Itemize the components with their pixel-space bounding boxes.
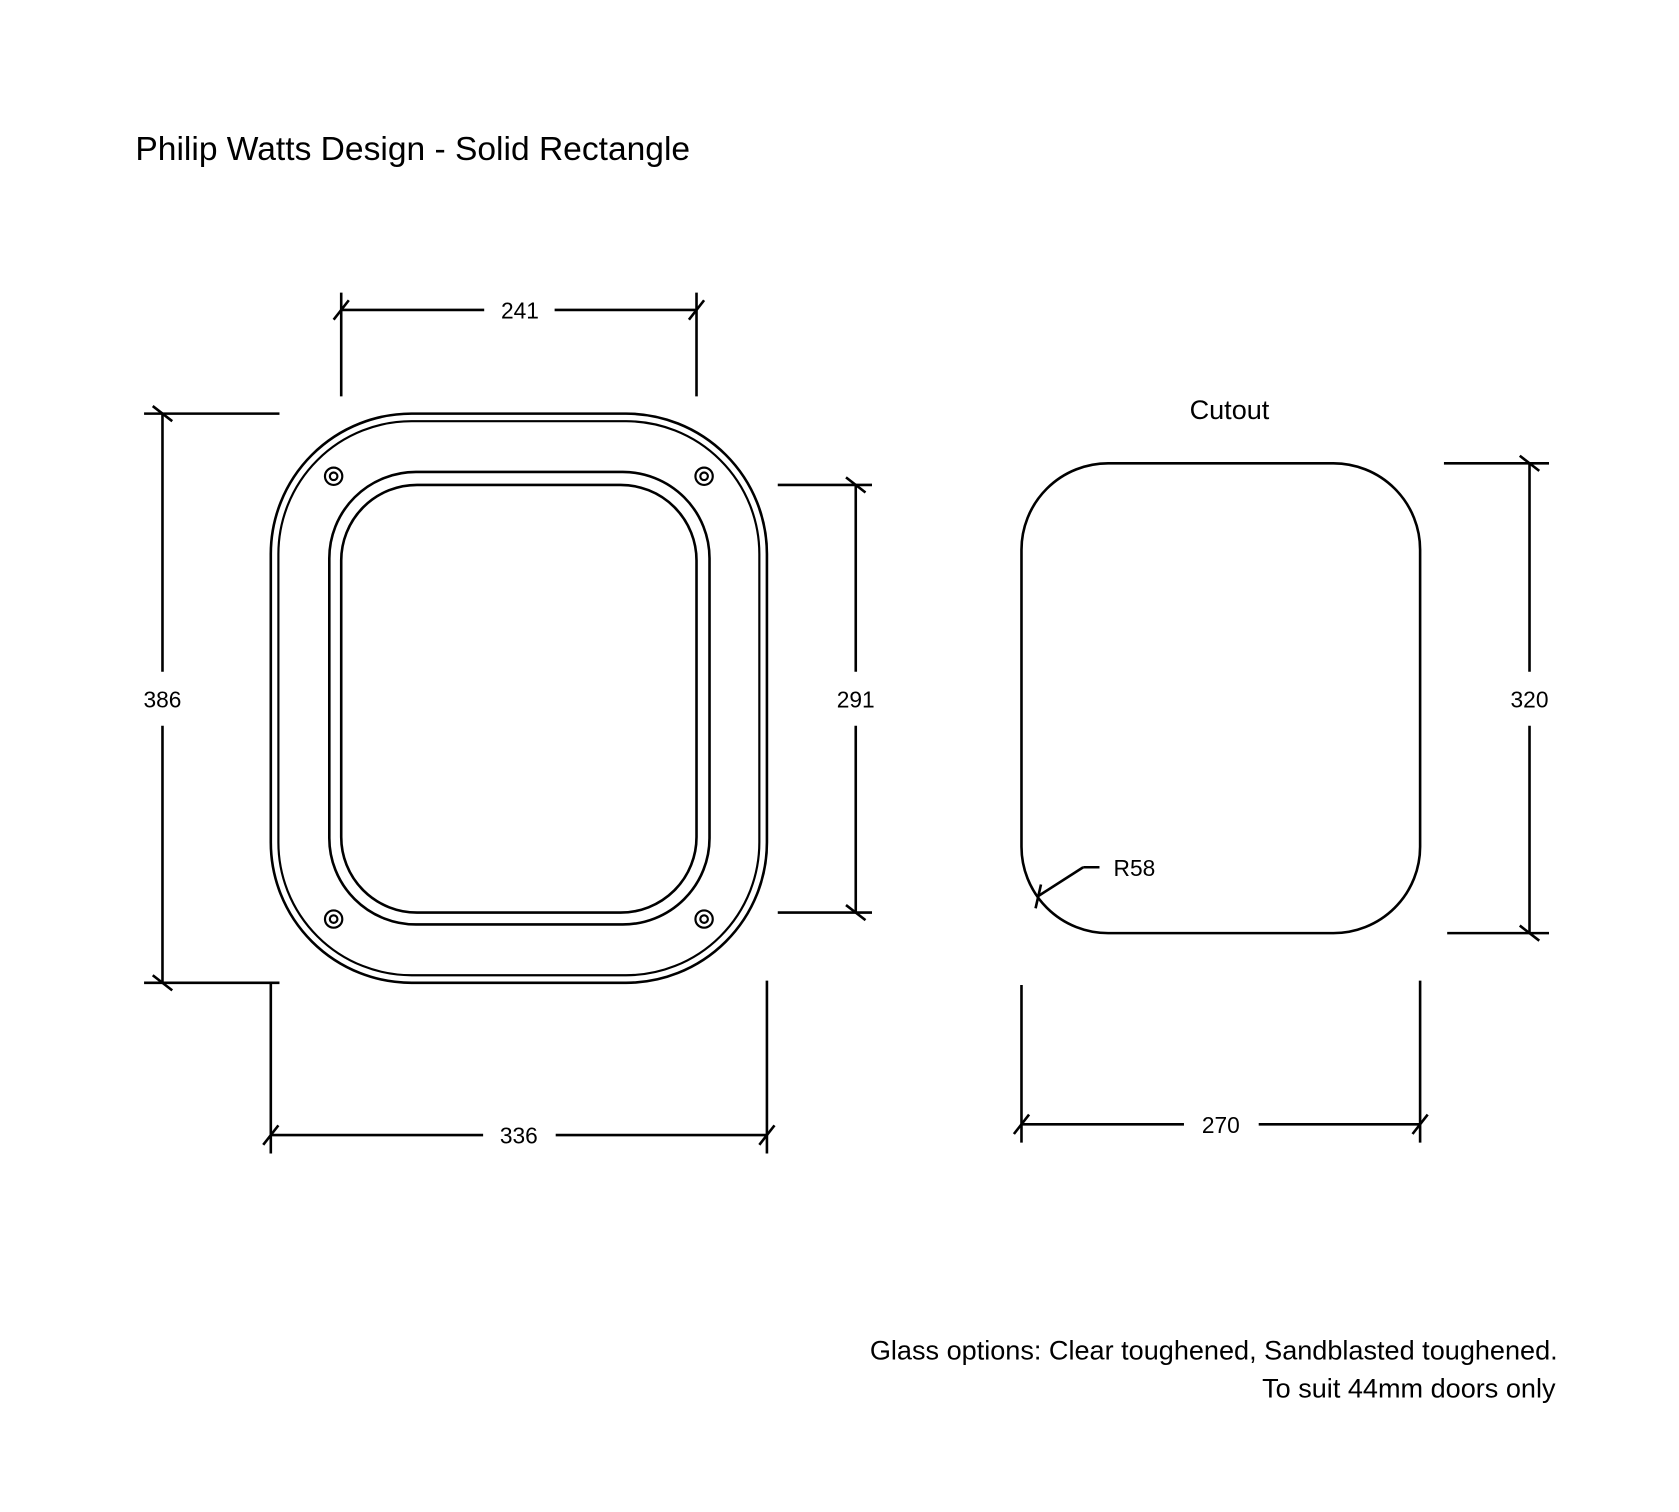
frame-outer-edge-inner bbox=[277, 420, 761, 977]
dimension-opening-height: 291 bbox=[777, 476, 875, 922]
cutout-view: Cutout R58 320 270 bbox=[1012, 395, 1550, 1143]
note-door-thickness: To suit 44mm doors only bbox=[1262, 1374, 1556, 1404]
screw-icon bbox=[323, 466, 344, 487]
cutout-outline bbox=[1020, 462, 1422, 935]
dimension-label: 241 bbox=[501, 298, 539, 324]
dimension-cutout-width: 270 bbox=[1012, 980, 1429, 1143]
notes: Glass options: Clear toughened, Sandblas… bbox=[870, 1336, 1558, 1404]
note-glass-options: Glass options: Clear toughened, Sandblas… bbox=[870, 1336, 1558, 1366]
dimension-label: 270 bbox=[1202, 1112, 1240, 1138]
frame-view: 241 386 291 bbox=[144, 292, 875, 1154]
dimension-cutout-height: 320 bbox=[1443, 454, 1550, 942]
cutout-label: Cutout bbox=[1190, 395, 1270, 425]
dimension-label: 291 bbox=[837, 686, 875, 712]
screw-icon bbox=[694, 466, 714, 487]
dimension-overall-height: 386 bbox=[144, 405, 280, 992]
dimension-overall-width: 336 bbox=[262, 980, 776, 1154]
frame-opening-edge bbox=[328, 470, 711, 926]
radius-label: R58 bbox=[1114, 855, 1156, 881]
dimension-label: 386 bbox=[144, 686, 182, 712]
frame-outer-edge bbox=[269, 412, 769, 985]
radius-callout: R58 bbox=[1034, 855, 1156, 909]
screw-icon bbox=[323, 909, 344, 929]
dimension-label: 320 bbox=[1511, 686, 1549, 712]
screw-icon bbox=[694, 909, 714, 929]
dimension-top-width: 241 bbox=[332, 292, 706, 397]
dimension-label: 336 bbox=[500, 1123, 538, 1149]
glass-edge bbox=[339, 483, 698, 914]
drawing-title: Philip Watts Design - Solid Rectangle bbox=[135, 131, 690, 168]
